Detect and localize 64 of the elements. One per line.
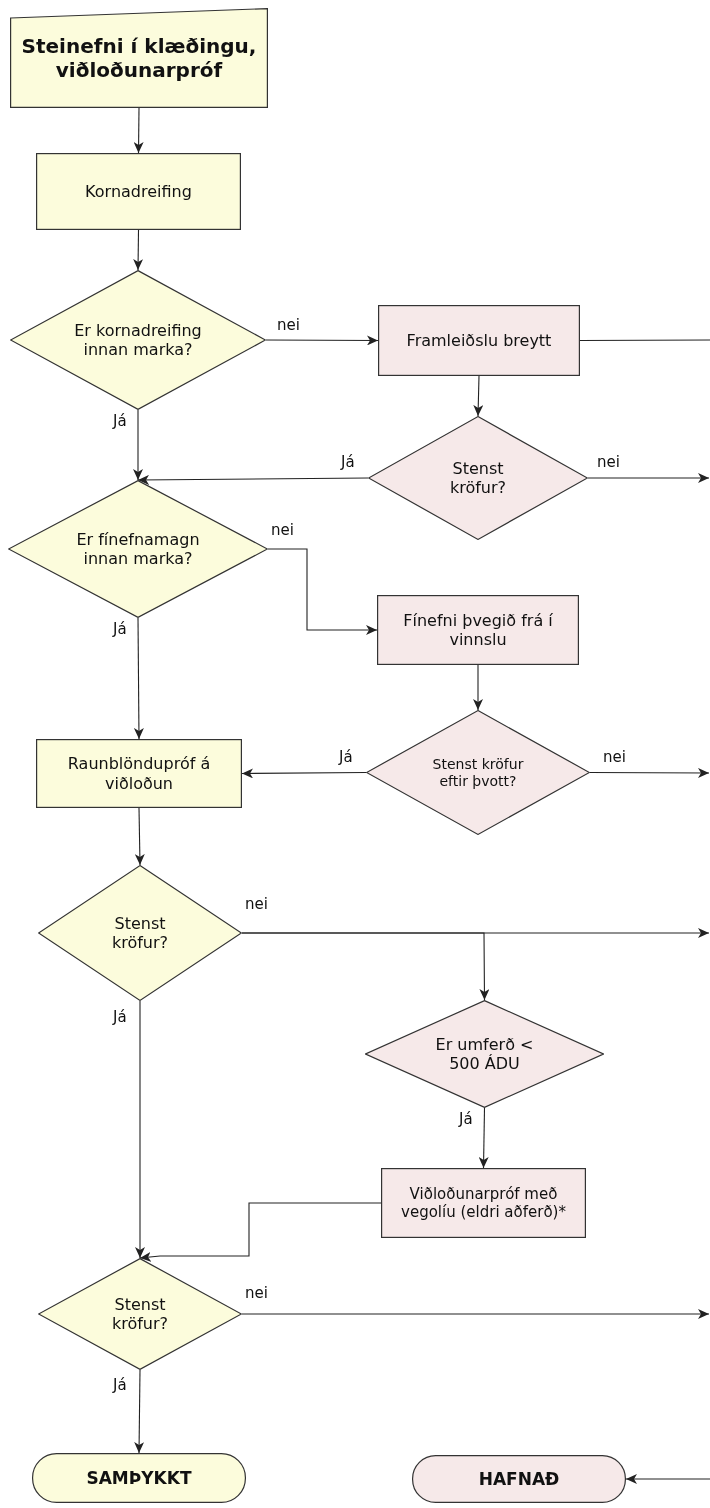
- process-box: [36, 153, 241, 230]
- arrow: [587, 473, 710, 483]
- decision-diamond: [38, 1258, 242, 1370]
- arrow: [134, 1369, 145, 1454]
- decision-text: Stenst kröfur?: [110, 1294, 170, 1334]
- process-box: [378, 305, 580, 376]
- edge-label: nei: [244, 1286, 269, 1301]
- arrow: [265, 335, 379, 346]
- step-text: HAFNAÐ: [478, 1468, 560, 1490]
- edge-label: nei: [244, 897, 269, 912]
- terminal-box: [32, 1453, 246, 1503]
- decision-text: Stenst kröfur?: [110, 913, 170, 953]
- arrow: [135, 1000, 145, 1259]
- edge-label: nei: [270, 523, 295, 538]
- arrow: [133, 617, 144, 740]
- arrow: [267, 548, 378, 635]
- decision-text: Er fínefnamagn innan marka?: [75, 529, 201, 569]
- step-text: Kornadreifing: [85, 181, 192, 202]
- process-box: [36, 739, 242, 808]
- input-box: [10, 8, 268, 108]
- arrow: [589, 767, 710, 778]
- decision-diamond: [38, 865, 242, 1001]
- edge-label: Já: [340, 455, 356, 470]
- decision-text: Er umferð < 500 ÁDU: [434, 1034, 535, 1074]
- decision-text: Stenst kröfur eftir þvott?: [431, 755, 525, 790]
- arrow: [478, 1107, 489, 1169]
- arrow: [241, 1309, 710, 1319]
- decision-diamond: [8, 480, 268, 618]
- decision-diamond: [365, 1000, 604, 1108]
- terminal-box: [412, 1455, 626, 1503]
- arrow: [625, 1474, 710, 1484]
- edge-label: Já: [112, 622, 128, 637]
- edge-label: Já: [112, 1010, 128, 1025]
- arrow: [241, 932, 490, 1001]
- decision-diamond: [366, 710, 590, 835]
- edge-label: Já: [458, 1112, 474, 1127]
- arrow: [133, 409, 143, 481]
- step-text: Framleiðslu breytt: [406, 330, 552, 351]
- edge-label: Já: [338, 750, 354, 765]
- step-text: SAMÞYKKT: [86, 1467, 192, 1489]
- step-text: Raunblöndupróf á viðloðun: [66, 754, 212, 793]
- step-text: Fínefni þvegið frá í vinnslu: [402, 610, 554, 650]
- edge-label: nei: [596, 455, 621, 470]
- decision-text: Stenst kröfur?: [448, 458, 508, 498]
- process-box: [377, 595, 579, 665]
- arrow: [473, 664, 483, 711]
- decision-diamond: [10, 270, 266, 410]
- connector-line: [579, 339, 710, 342]
- arrow: [133, 229, 144, 271]
- step-text: Steinefni í klæðingu, viðloðunarpróf: [20, 34, 258, 82]
- edge-label: nei: [602, 750, 627, 765]
- step-text: Viðloðunarpróf með vegolíu (eldri aðferð)*: [400, 1185, 567, 1221]
- arrow: [139, 1202, 382, 1262]
- arrow: [133, 107, 144, 154]
- edge-label: nei: [276, 318, 301, 333]
- arrow: [473, 375, 484, 417]
- arrow: [241, 768, 367, 779]
- decision-text: Er kornadreifing innan marka?: [73, 320, 203, 360]
- edge-label: Já: [112, 414, 128, 429]
- arrow: [137, 474, 369, 485]
- process-box: [381, 1168, 586, 1238]
- decision-diamond: [368, 416, 588, 540]
- edge-label: Já: [112, 1378, 128, 1393]
- arrow: [134, 807, 145, 866]
